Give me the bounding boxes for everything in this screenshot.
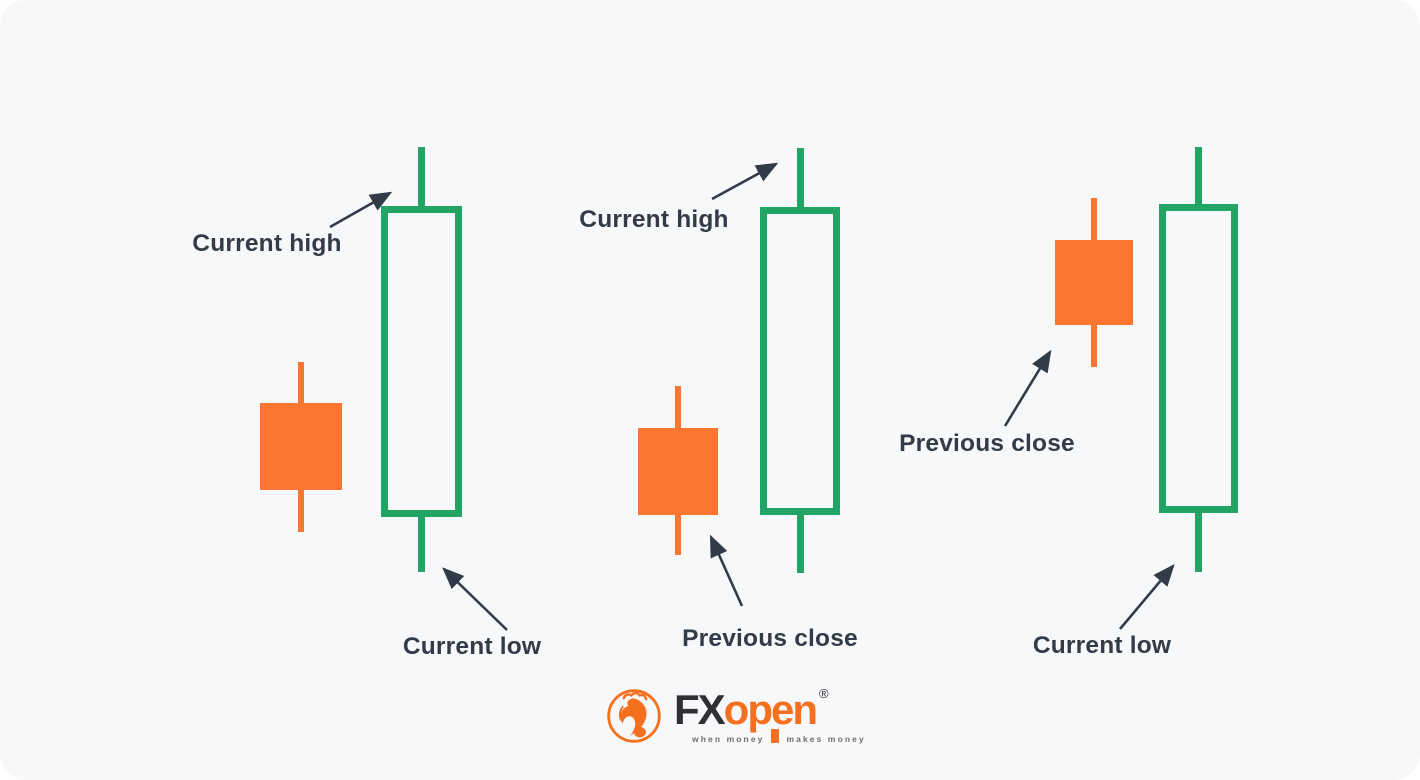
arrow-middle-current-high <box>711 162 779 201</box>
label-current-low: Current low <box>402 633 542 660</box>
bearish-candle-body <box>638 428 718 515</box>
registered-trademark: ® <box>819 685 829 701</box>
bullish-candle-body <box>1159 204 1238 513</box>
tagline-right: makes money <box>786 733 866 744</box>
label-current-high: Current high <box>579 206 729 233</box>
arrow-right-previous-close <box>1003 349 1052 427</box>
bullish-candle-upper-wick <box>797 148 804 209</box>
bullish-candle-lower-wick <box>1195 511 1202 572</box>
bullish-candle-lower-wick <box>797 513 804 573</box>
label-previous-close: Previous close <box>899 430 1075 457</box>
fxopen-lion-icon <box>607 689 661 743</box>
label-current-high: Current high <box>192 230 342 257</box>
arrow-right-current-low <box>1119 564 1175 630</box>
fxopen-tagline: when money makes money <box>692 728 866 744</box>
arrow-left-current-low <box>442 567 508 631</box>
bullish-candle-upper-wick <box>1195 147 1202 206</box>
tagline-separator-block <box>771 728 780 743</box>
arrow-middle-previous-close <box>709 534 744 607</box>
bearish-candle-body <box>1055 240 1133 325</box>
label-previous-close: Previous close <box>682 625 858 652</box>
bearish-candle-body <box>260 403 342 490</box>
tagline-left: when money <box>692 733 765 744</box>
wordmark-fx: FX <box>674 685 726 733</box>
bullish-candle-lower-wick <box>418 515 425 572</box>
wordmark-open: open <box>723 685 818 733</box>
bullish-candle-upper-wick <box>418 147 425 208</box>
bullish-candle-body <box>760 207 840 515</box>
label-current-low: Current low <box>1032 632 1172 659</box>
bullish-candle-body <box>381 206 462 517</box>
